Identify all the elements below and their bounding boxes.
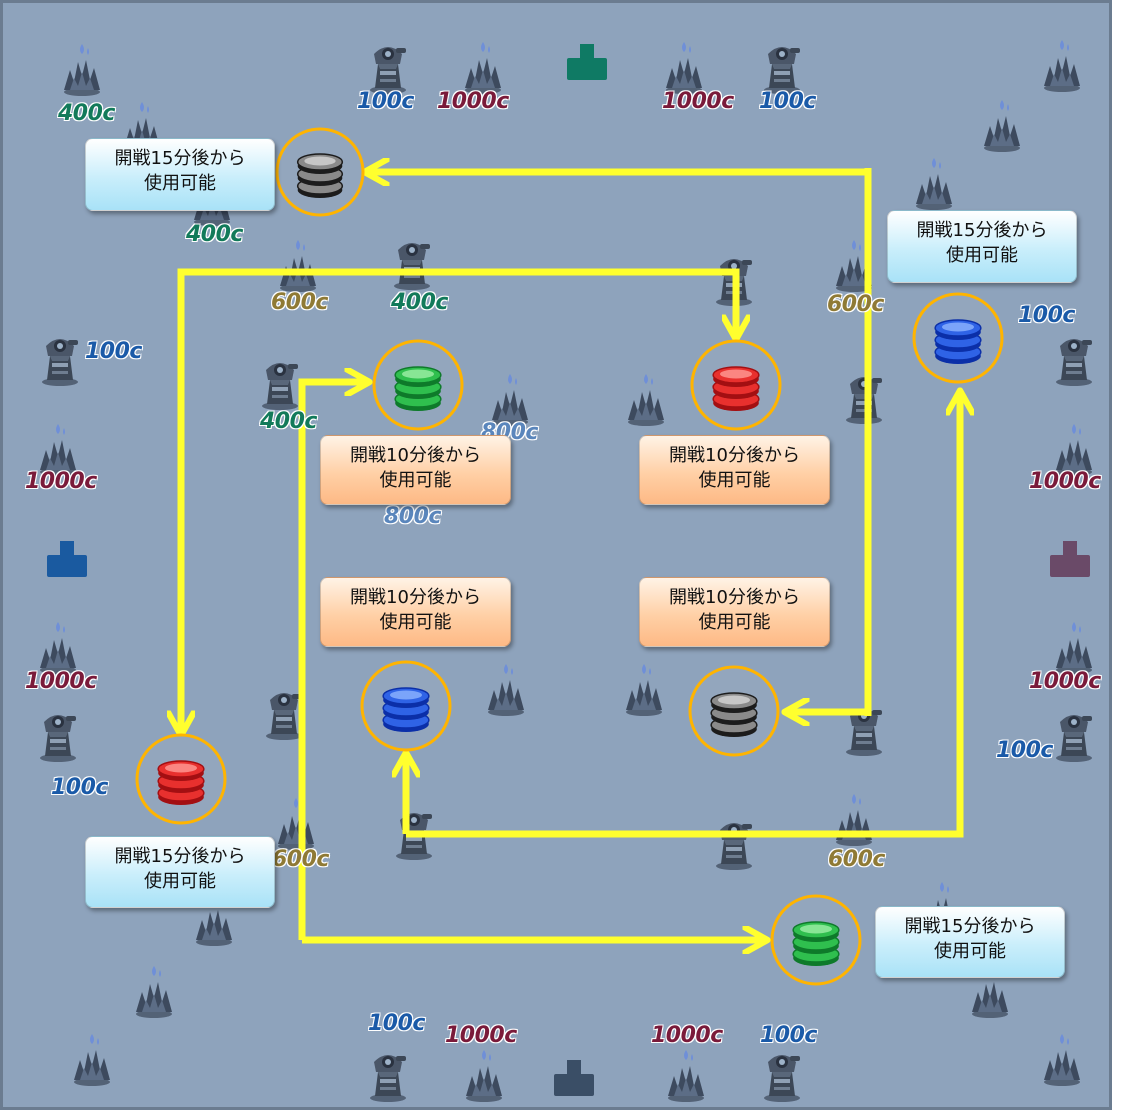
cost-label: 100c — [51, 775, 108, 800]
callout-line2: 使用可能 — [698, 470, 771, 491]
callout-line2: 使用可能 — [144, 871, 216, 892]
orb-center-lower-right-icon — [688, 665, 780, 757]
callout-line2: 使用可能 — [144, 173, 216, 194]
cost-label: 1000c — [1029, 669, 1101, 694]
cost-label: 100c — [760, 1023, 817, 1048]
orb-left-icon — [135, 733, 227, 825]
cost-label: 400c — [260, 409, 317, 434]
callout-center-lower-right: 開戦10分後から 使用可能 — [639, 577, 830, 647]
cost-label: 600c — [272, 847, 329, 872]
callout-bottom-left: 開戦15分後から 使用可能 — [85, 836, 275, 908]
callout-line1: 開戦10分後から — [669, 587, 800, 608]
callout-line2: 使用可能 — [698, 612, 771, 633]
callout-line1: 開戦15分後から — [114, 846, 246, 867]
cost-label: 600c — [827, 292, 884, 317]
callout-line1: 開戦10分後から — [669, 445, 800, 466]
cost-label: 100c — [759, 89, 816, 114]
cost-label: 100c — [996, 738, 1053, 763]
cost-label: 1000c — [437, 89, 509, 114]
orb-center-lower-left-icon — [360, 660, 452, 752]
cost-label: 1000c — [25, 669, 97, 694]
callout-center-lower-left: 開戦10分後から 使用可能 — [320, 577, 511, 647]
orb-center-upper-left-icon — [372, 339, 464, 431]
route-arrow — [298, 382, 364, 940]
route-arrow — [406, 396, 960, 838]
cost-label: 1000c — [651, 1023, 723, 1048]
callout-top-right: 開戦15分後から 使用可能 — [887, 210, 1077, 283]
cost-label: 100c — [357, 89, 414, 114]
callout-top-left: 開戦15分後から 使用可能 — [85, 138, 275, 211]
callout-line1: 開戦10分後から — [350, 445, 481, 466]
cost-label: 1000c — [445, 1023, 517, 1048]
callout-line2: 使用可能 — [379, 612, 452, 633]
cost-label: 400c — [58, 101, 115, 126]
cost-label: 400c — [391, 290, 448, 315]
callout-center-upper-left: 開戦10分後から 使用可能 — [320, 435, 511, 505]
cost-label: 100c — [1018, 303, 1075, 328]
orb-right-icon — [912, 292, 1004, 384]
callout-line1: 開戦15分後から — [114, 148, 246, 169]
route-arrows — [181, 168, 960, 940]
cost-label: 1000c — [1029, 469, 1101, 494]
callout-line2: 使用可能 — [934, 941, 1006, 962]
callout-line1: 開戦10分後から — [350, 587, 481, 608]
orb-bottom-right-icon — [770, 894, 862, 986]
cost-label: 800c — [384, 504, 441, 529]
callout-bottom-right: 開戦15分後から 使用可能 — [875, 906, 1065, 978]
orb-top-left-icon — [275, 127, 365, 217]
orb-center-upper-right-icon — [690, 339, 782, 431]
cost-label: 1000c — [662, 89, 734, 114]
route-arrow — [181, 268, 736, 334]
cost-label: 1000c — [25, 469, 97, 494]
cost-label: 600c — [828, 847, 885, 872]
callout-line2: 使用可能 — [379, 470, 452, 491]
callout-line2: 使用可能 — [946, 245, 1018, 266]
callout-center-upper-right: 開戦10分後から 使用可能 — [639, 435, 830, 505]
cost-label: 400c — [186, 222, 243, 247]
orb-layer — [135, 127, 1004, 986]
callout-line1: 開戦15分後から — [916, 220, 1048, 241]
cost-label: 100c — [85, 339, 142, 364]
cost-label: 100c — [368, 1011, 425, 1036]
callout-line1: 開戦15分後から — [904, 916, 1036, 937]
cost-label: 600c — [271, 290, 328, 315]
